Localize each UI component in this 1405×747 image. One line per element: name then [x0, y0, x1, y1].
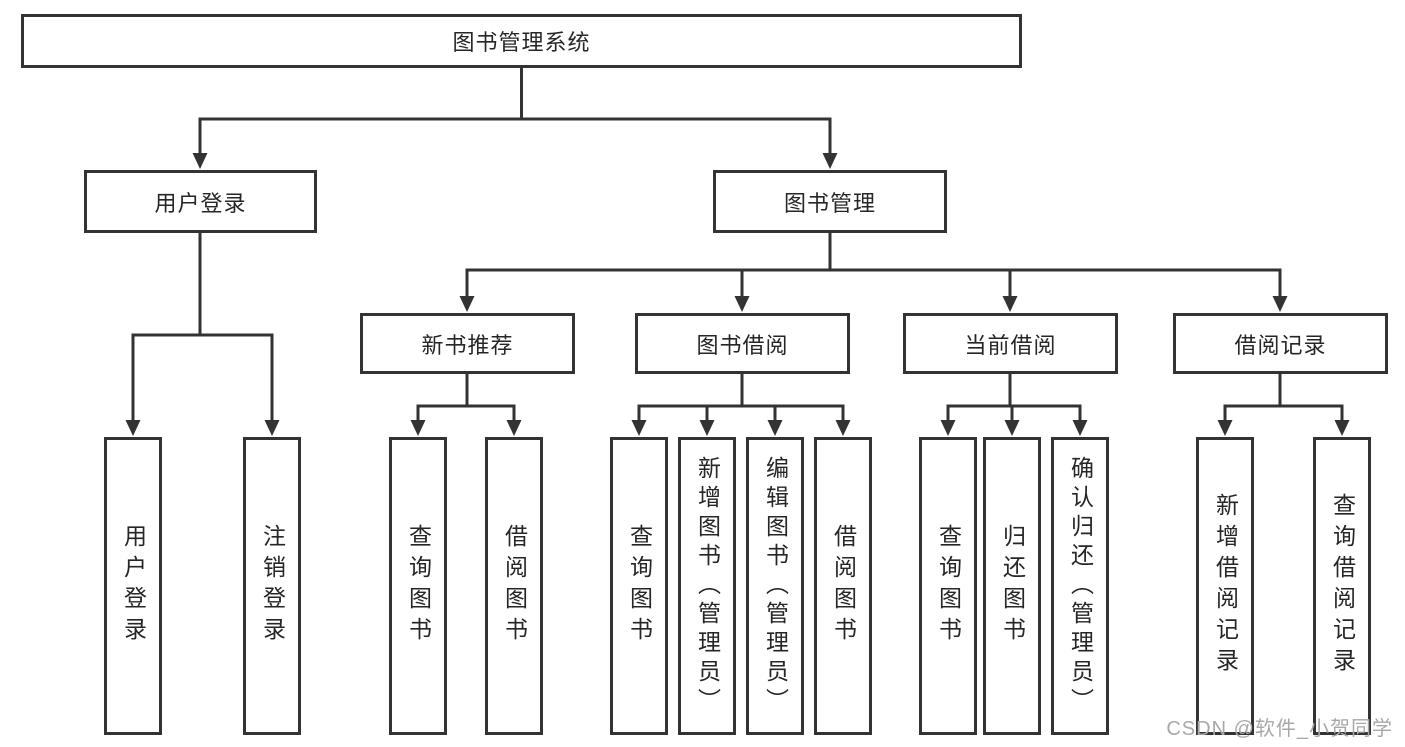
leaf-add-book-admin-label: 新增图书（管理员）	[694, 455, 721, 717]
node-borrow-records-label: 借阅记录	[1234, 332, 1327, 358]
connector-root-to-level2	[198, 66, 832, 156]
leaf-borrow-books: 借阅图书	[814, 437, 872, 735]
leaf-user-login-label: 用户登录	[120, 524, 147, 648]
arrowhead	[1272, 296, 1288, 312]
node-new-book-recommend-label: 新书推荐	[421, 332, 514, 358]
arrowhead	[699, 420, 715, 436]
connector-book-borrow-branch	[637, 372, 845, 423]
arrowhead	[264, 420, 280, 436]
leaf-logout-label: 注销登录	[259, 524, 286, 648]
node-new-book-recommend: 新书推荐	[360, 313, 575, 374]
node-book-management-label: 图书管理	[783, 190, 876, 216]
node-book-management: 图书管理	[713, 170, 947, 233]
arrowhead	[1004, 420, 1020, 436]
connector-current-borrow-branch	[946, 372, 1082, 423]
arrowhead	[1217, 420, 1233, 436]
node-root: 图书管理系统	[21, 14, 1022, 68]
node-user-login-label: 用户登录	[154, 190, 247, 216]
leaf-add-borrow-record: 新增借阅记录	[1196, 437, 1254, 735]
node-book-borrow: 图书借阅	[635, 313, 850, 374]
leaf-query-books-recommend: 查询图书	[389, 437, 447, 735]
connector-strokes	[131, 66, 1344, 423]
arrowhead	[125, 420, 141, 436]
leaf-return-book-label: 归还图书	[999, 524, 1026, 648]
arrowhead	[734, 296, 750, 312]
leaf-query-books-borrow: 查询图书	[610, 437, 668, 735]
arrowhead	[1072, 420, 1088, 436]
arrowhead	[192, 153, 208, 169]
leaf-borrow-books-recommend: 借阅图书	[485, 437, 543, 735]
arrowhead	[1334, 420, 1350, 436]
leaf-edit-book-admin: 编辑图书（管理员）	[746, 437, 804, 735]
leaf-query-books-current-label: 查询图书	[935, 524, 962, 648]
watermark: CSDN @软件_小贺同学	[1166, 718, 1393, 740]
arrowhead	[410, 420, 426, 436]
connector-user-login-branch	[131, 231, 274, 423]
arrowhead	[822, 153, 838, 169]
leaf-query-books-recommend-label: 查询图书	[405, 524, 432, 648]
leaf-add-book-admin: 新增图书（管理员）	[678, 437, 736, 735]
leaf-logout: 注销登录	[243, 437, 301, 735]
arrowhead	[1002, 296, 1018, 312]
leaf-query-borrow-record: 查询借阅记录	[1313, 437, 1371, 735]
node-book-borrow-label: 图书借阅	[696, 332, 789, 358]
leaf-query-borrow-record-label: 查询借阅记录	[1329, 493, 1356, 679]
leaf-confirm-return-admin: 确认归还（管理员）	[1051, 437, 1109, 735]
arrowhead	[459, 296, 475, 312]
arrowheads	[125, 153, 1350, 436]
leaf-return-book: 归还图书	[983, 437, 1041, 735]
leaf-user-login: 用户登录	[104, 437, 162, 735]
arrowhead	[506, 420, 522, 436]
leaf-query-books-borrow-label: 查询图书	[626, 524, 653, 648]
node-current-borrow-label: 当前借阅	[964, 332, 1057, 358]
node-current-borrow: 当前借阅	[903, 313, 1118, 374]
node-user-login: 用户登录	[84, 170, 317, 233]
leaf-edit-book-admin-label: 编辑图书（管理员）	[762, 455, 789, 717]
arrowhead	[767, 420, 783, 436]
node-borrow-records: 借阅记录	[1173, 313, 1388, 374]
leaf-confirm-return-admin-label: 确认归还（管理员）	[1067, 455, 1094, 717]
connector-borrow-records-branch	[1223, 372, 1344, 423]
leaf-borrow-books-recommend-label: 借阅图书	[501, 524, 528, 648]
arrowhead	[940, 420, 956, 436]
leaf-borrow-books-label: 借阅图书	[830, 524, 857, 648]
node-root-label: 图书管理系统	[452, 30, 591, 55]
leaf-add-borrow-record-label: 新增借阅记录	[1212, 493, 1239, 679]
arrowhead	[835, 420, 851, 436]
connector-book-management-branch	[465, 231, 1282, 299]
leaf-query-books-current: 查询图书	[919, 437, 977, 735]
connector-new-book-branch	[416, 372, 516, 423]
arrowhead	[631, 420, 647, 436]
